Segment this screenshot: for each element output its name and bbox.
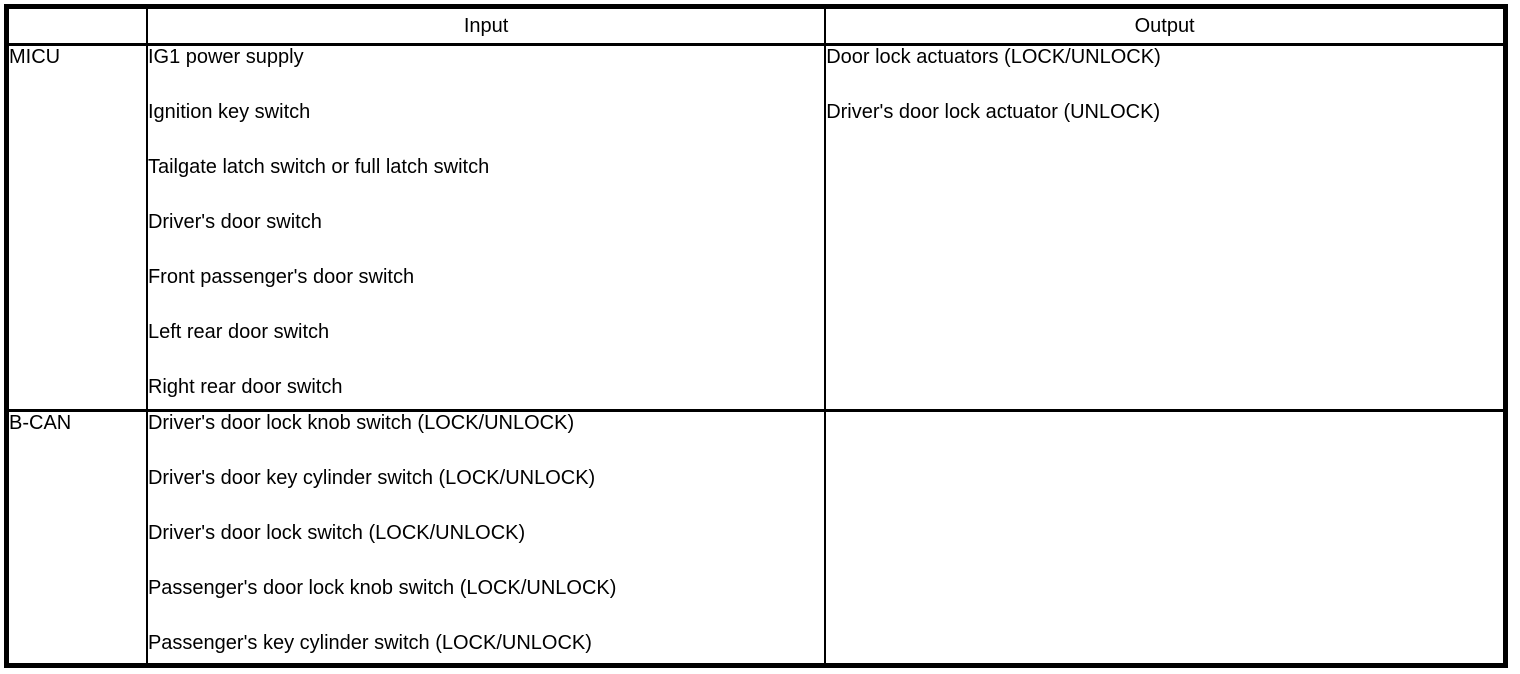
input-item: Passenger's door lock knob switch (LOCK/… (147, 576, 617, 599)
table-header-row: Input Output (5, 5, 1507, 47)
output-item: Door lock actuators (LOCK/UNLOCK) (826, 46, 1161, 69)
input-item: Driver's door key cylinder switch (LOCK/… (147, 466, 596, 489)
source-label-bcan: B-CAN (5, 409, 148, 667)
input-item: Driver's door switch (147, 211, 322, 234)
micu-input-cell: IG1 power supply Ignition key switch Tai… (145, 43, 827, 412)
header-input: Input (145, 5, 827, 47)
io-table: Input Output MICU IG1 power supply Ignit… (4, 4, 1508, 668)
input-item: Passenger's key cylinder switch (LOCK/UN… (147, 631, 592, 654)
source-label-micu: MICU (5, 43, 148, 412)
micu-output-cell: Door lock actuators (LOCK/UNLOCK) Driver… (824, 43, 1507, 412)
bcan-input-cell: Driver's door lock knob switch (LOCK/UNL… (145, 409, 827, 667)
header-source (5, 5, 148, 47)
input-item: Ignition key switch (147, 101, 311, 124)
output-item: Driver's door lock actuator (UNLOCK) (826, 101, 1161, 124)
input-item: Driver's door lock switch (LOCK/UNLOCK) (147, 521, 526, 544)
input-item: Left rear door switch (147, 321, 330, 344)
header-output: Output (824, 5, 1507, 47)
table-row-micu: MICU IG1 power supply Ignition key switc… (5, 43, 1507, 412)
input-item: Front passenger's door switch (147, 266, 415, 289)
input-item: Right rear door switch (147, 376, 343, 399)
bcan-output-cell (824, 409, 1507, 667)
input-item: Tailgate latch switch or full latch swit… (147, 156, 490, 179)
input-item: IG1 power supply (147, 46, 304, 69)
input-item: Driver's door lock knob switch (LOCK/UNL… (147, 411, 575, 434)
table-row-bcan: B-CAN Driver's door lock knob switch (LO… (5, 409, 1507, 667)
